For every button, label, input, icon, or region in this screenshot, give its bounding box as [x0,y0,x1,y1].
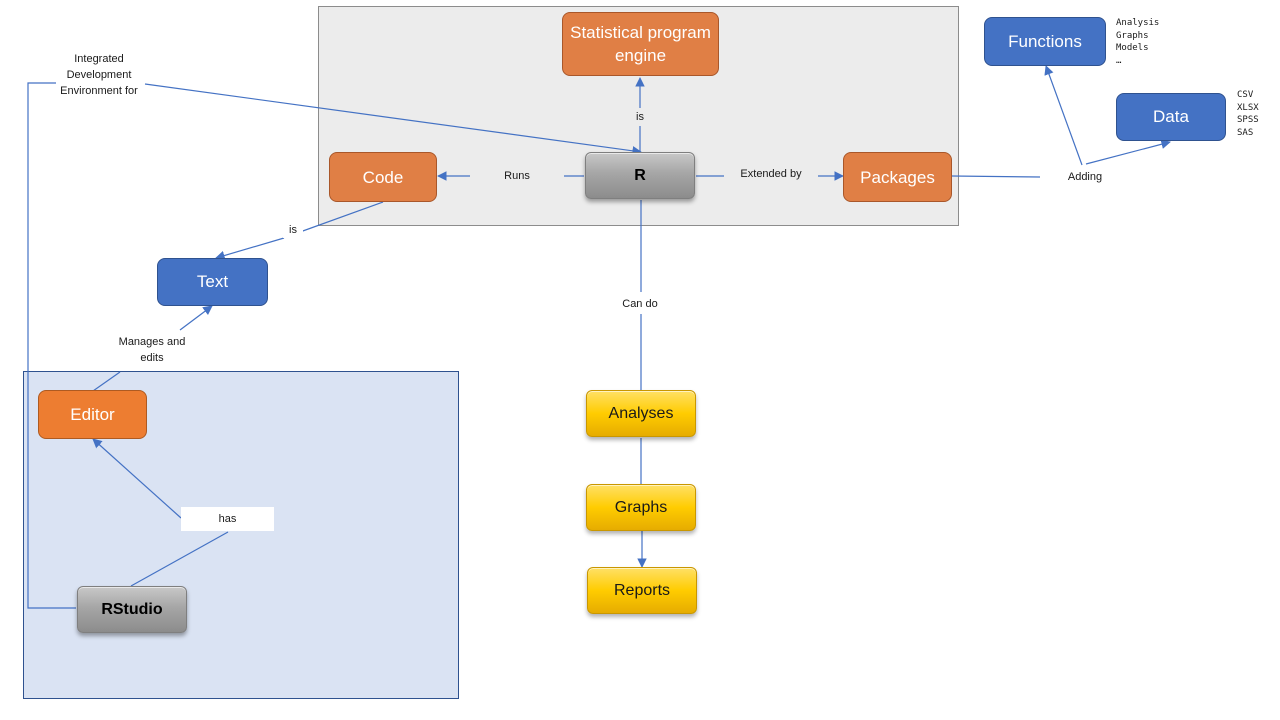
code-label: Code [362,167,404,187]
adding-to-data [1085,139,1171,165]
text-label: Text [196,272,229,291]
has-line [130,531,229,587]
editor-node[interactable]: Editor [38,390,147,439]
functions-list-item: Graphs [1116,30,1149,41]
functions-node[interactable]: Functions [984,17,1106,66]
can-do-label: Can do [614,296,666,312]
adding-line [951,175,1041,178]
editor-label: Editor [70,405,115,424]
graphs-node[interactable]: Graphs [586,484,696,531]
data-label: Data [1153,107,1189,126]
extended-by-label: Extended by [728,166,814,182]
functions-list: Analysis Graphs Models … [1116,17,1159,67]
code-node[interactable]: Code [329,152,437,202]
ide-connector [27,82,76,609]
packages-label: Packages [860,167,935,187]
is-engine-label: is [630,109,650,125]
data-formats-list: CSV XLSX SPSS SAS [1237,89,1259,139]
has-arrow [92,438,182,519]
packages-node[interactable]: Packages [843,152,952,202]
adding-to-functions [1044,65,1083,166]
functions-list-item: Models [1116,43,1149,53]
r-node[interactable]: R [585,152,695,199]
rstudio-node[interactable]: RStudio [77,586,187,633]
rstudio-label: RStudio [101,600,163,618]
functions-list-item: Analysis [1116,18,1160,28]
reports-label: Reports [613,581,671,599]
analyses-node[interactable]: Analyses [586,390,696,437]
analyses-label: Analyses [608,404,674,422]
ide-to-r-arrow [144,83,642,156]
manages-edits-label: Manages and edits [110,334,194,366]
manages-arrow [179,305,213,331]
data-format-item: SPSS [1237,115,1259,125]
code-is-arrow [215,237,285,261]
manages-line [92,371,121,392]
data-format-item: SAS [1237,127,1254,138]
adding-label: Adding [1057,169,1113,185]
text-node[interactable]: Text [157,258,268,306]
data-node[interactable]: Data [1116,93,1226,141]
code-is-line [299,201,384,233]
functions-list-item: … [1116,55,1122,66]
code-is-label: is [283,222,303,238]
statistical-engine-label: Statistical program engine [570,23,711,65]
functions-label: Functions [1008,31,1082,51]
data-format-item: XLSX [1237,102,1259,113]
runs-label: Runs [496,168,538,184]
ide-for-label: Integrated Development Environment for [56,51,142,99]
reports-node[interactable]: Reports [587,567,697,614]
statistical-engine-node[interactable]: Statistical program engine [562,12,719,76]
has-label: has [181,507,274,531]
graphs-label: Graphs [614,498,668,516]
data-format-item: CSV [1237,90,1254,100]
r-label: R [634,166,646,184]
